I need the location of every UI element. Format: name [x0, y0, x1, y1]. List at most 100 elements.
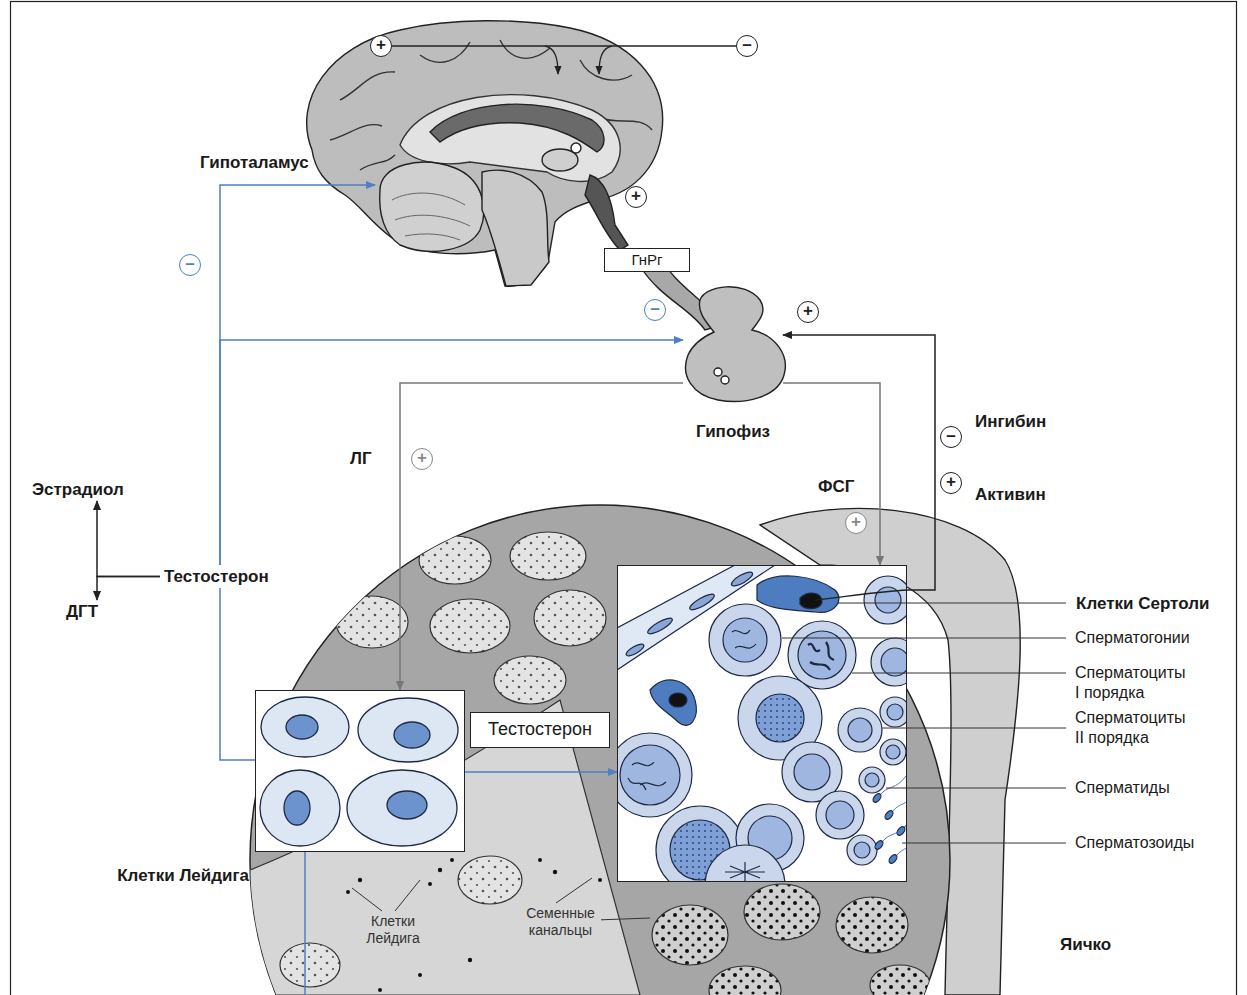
pituitary-illustration	[686, 287, 786, 402]
sign-symbol: –	[179, 254, 201, 276]
tubule-cells	[871, 792, 882, 804]
brain-illustration	[307, 21, 663, 287]
tubule-cells	[847, 835, 877, 865]
pituitary-illustration	[721, 376, 729, 384]
tubule-cells	[646, 616, 674, 637]
leader-line	[886, 788, 1066, 789]
testis-illustration	[378, 988, 382, 992]
hormone-box: Тестостерон	[470, 712, 610, 748]
tubule-cells	[864, 576, 907, 624]
leydig-cells	[255, 690, 465, 852]
testis-illustration	[494, 656, 566, 704]
pituitary-illustration	[640, 260, 785, 401]
tubule-cells	[732, 630, 756, 648]
leader-line	[902, 843, 1066, 844]
leydig-cells	[260, 697, 458, 846]
hypothalamus-region: Гипоталамус	[375, 25, 665, 285]
brain-illustration	[571, 143, 581, 153]
testis-illustration	[280, 943, 340, 987]
tubule-cells	[854, 842, 870, 858]
hormone-name: ДГТ	[66, 601, 98, 622]
frame	[11, 2, 1237, 995]
brain-illustration	[380, 162, 484, 251]
tubule-cells	[725, 862, 765, 882]
tubule-cells	[826, 801, 854, 829]
testis-illustration	[419, 536, 491, 584]
testis-illustration	[418, 973, 422, 977]
tubule-cells	[887, 704, 903, 720]
testis-illustration	[304, 852, 306, 995]
tubule-cells	[886, 745, 900, 759]
tubule-cells	[848, 718, 872, 742]
brain-illustration	[430, 104, 604, 152]
organ-label: Яичко	[1060, 935, 1111, 955]
tubule-cells	[838, 708, 882, 752]
feedback-line	[392, 46, 736, 74]
hormone-label: ДГТ	[62, 600, 102, 623]
tubule-cells	[816, 791, 864, 839]
testis-illustration	[428, 882, 432, 886]
hormone-name: Тестостерон	[164, 566, 269, 587]
sign-symbol: +	[411, 448, 433, 470]
testis-illustration	[250, 505, 1020, 995]
brain-illustration	[585, 175, 628, 250]
tubule-cells	[688, 592, 716, 613]
leydig-cells	[255, 690, 465, 852]
hormone-label: Тестостерон	[160, 565, 273, 588]
testis-illustration	[336, 596, 408, 648]
tubule-cells	[865, 773, 879, 787]
tubule-cells	[815, 590, 907, 600]
tubule-cells	[895, 825, 906, 837]
structure-label: Клетки Лейдига	[360, 913, 426, 947]
testis-illustration	[346, 890, 350, 894]
leydig-cells	[347, 770, 457, 846]
testis-illustration	[250, 505, 950, 995]
sign-symbol: –	[736, 35, 758, 57]
tubule-cells	[871, 792, 906, 865]
tubule-cells	[757, 576, 839, 612]
testis-illustration	[346, 858, 602, 992]
hormone-label: Эстрадиол	[28, 478, 128, 501]
leydig-cells	[394, 722, 430, 748]
testis-illustration	[438, 868, 442, 872]
testis-illustration	[598, 878, 602, 882]
leader-line	[882, 728, 1066, 729]
tubule-cells	[723, 618, 767, 662]
leydig-cells	[260, 770, 340, 846]
tubule-cells	[756, 694, 804, 742]
hormone-label: Активин	[975, 485, 1046, 505]
testis-illustration	[250, 532, 930, 995]
hormone-name: Тестостерон	[488, 713, 592, 746]
connector	[97, 577, 160, 601]
sign-symbol: +	[845, 512, 867, 534]
feedback-line	[545, 46, 558, 74]
sign-symbol: +	[370, 35, 392, 57]
sign-symbol: +	[940, 472, 962, 494]
connector	[783, 383, 880, 565]
tubule-cells	[617, 733, 692, 817]
tubule-cells	[808, 642, 834, 670]
leader-line	[782, 603, 1066, 843]
leader-line	[852, 673, 1066, 674]
testis-illustration	[430, 599, 510, 653]
sign-symbol: +	[797, 301, 819, 323]
testis-illustration	[358, 878, 362, 882]
sign-symbol: –	[940, 426, 962, 448]
region-label: Гипоталамус	[200, 153, 309, 173]
sign-symbol: +	[625, 186, 647, 208]
tubule-cells	[794, 754, 830, 790]
tubule-cells	[625, 642, 646, 658]
leader-line	[782, 638, 1066, 639]
brain-illustration	[307, 21, 663, 287]
testis-illustration	[458, 856, 522, 904]
brain-illustration	[482, 170, 549, 286]
tubule-cells	[859, 767, 885, 793]
hormone-label: ЛГ	[350, 449, 372, 469]
hormone-label: ФСГ	[818, 477, 854, 497]
tubule-cells	[788, 621, 856, 689]
tubule-cells	[880, 697, 907, 727]
tubule-cells	[617, 565, 907, 882]
